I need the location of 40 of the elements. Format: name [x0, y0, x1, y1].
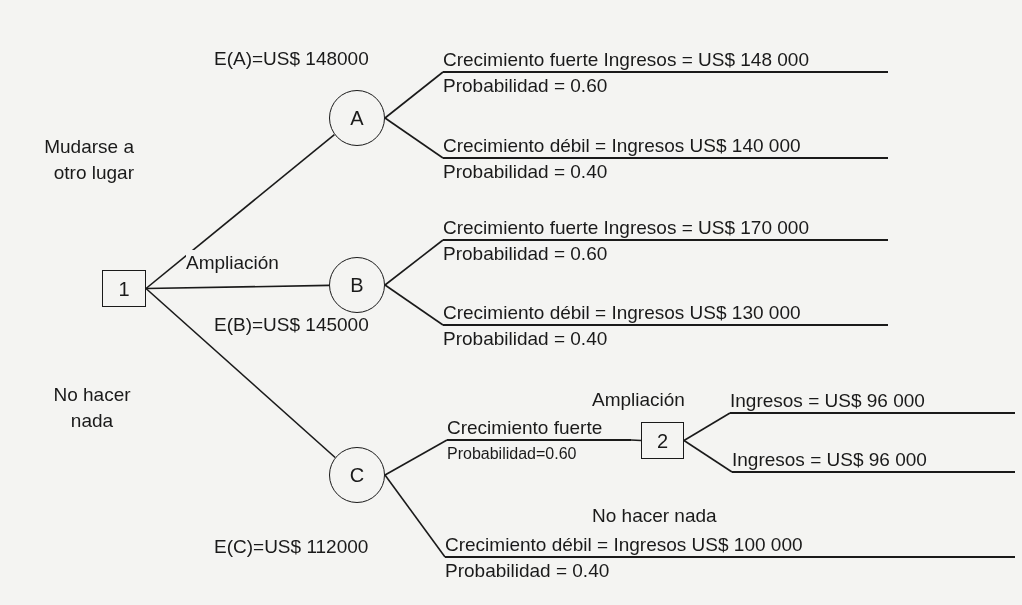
- edge-label: Ampliación: [186, 250, 279, 276]
- branch-connector: [384, 117, 444, 159]
- branch-connector: [384, 474, 446, 558]
- probability-label: Probabilidad = 0.60: [443, 242, 609, 265]
- branch-connector: [384, 284, 444, 326]
- expected-value-label: E(C)=US$ 112000: [214, 536, 369, 558]
- branch-connector: [145, 284, 330, 290]
- branch-connector: [683, 412, 731, 442]
- probability-label: Probabilidad=0.60: [447, 443, 578, 464]
- decision-box: [102, 270, 146, 307]
- branch-connector: [384, 71, 444, 119]
- outcome-label: Ingresos = US$ 96 000: [732, 449, 928, 471]
- outcome-label: Crecimiento débil = Ingresos US$ 100 000: [445, 534, 804, 556]
- outcome-label: Crecimiento fuerte: [447, 417, 604, 439]
- branch-connector: [384, 239, 444, 286]
- outcome-label: Crecimiento fuerte Ingresos = US$ 148 000: [443, 49, 810, 71]
- probability-label: Probabilidad = 0.40: [443, 160, 609, 183]
- probability-label: Probabilidad = 0.40: [443, 327, 609, 350]
- outcome-label: Crecimiento débil = Ingresos US$ 140 000: [443, 135, 802, 157]
- expected-value-label: E(A)=US$ 148000: [214, 48, 369, 70]
- branch-connector: [630, 439, 642, 442]
- node-label: 1: [118, 277, 130, 300]
- node-label: 2: [656, 429, 669, 452]
- probability-label: Probabilidad = 0.60: [443, 74, 609, 97]
- chance-circle: [329, 447, 385, 503]
- expected-value-label: E(B)=US$ 145000: [214, 314, 369, 336]
- outcome-label: Crecimiento fuerte Ingresos = US$ 170 000: [443, 217, 810, 239]
- probability-label: Probabilidad = 0.40: [445, 559, 611, 582]
- chance-circle: [329, 90, 385, 146]
- outcome-label: Ingresos = US$ 96 000: [730, 390, 926, 412]
- branch-connector: [683, 439, 733, 473]
- node-label: C: [349, 464, 365, 486]
- outcome-label: Crecimiento débil = Ingresos US$ 130 000: [443, 302, 802, 324]
- branch-connector: [384, 439, 448, 476]
- node-label: B: [350, 274, 364, 296]
- decision-box: [641, 422, 684, 459]
- branch-connector: [145, 287, 336, 459]
- chance-circle: [329, 257, 385, 313]
- branch-connector: [145, 133, 336, 290]
- node-label: A: [350, 107, 364, 129]
